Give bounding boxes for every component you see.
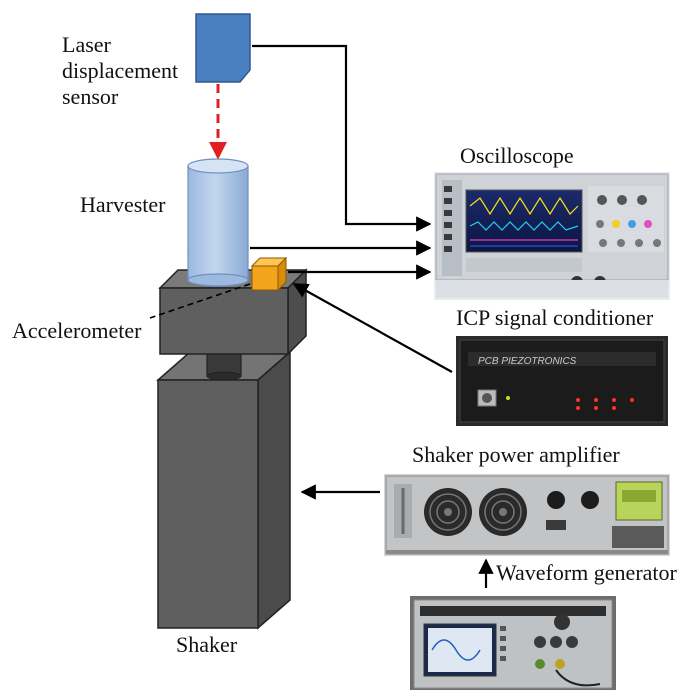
- waveform-generator-label: Waveform generator: [496, 560, 678, 585]
- arrow-laser-to-oscilloscope: [252, 44, 432, 232]
- icp-conditioner-label: ICP signal conditioner: [456, 305, 654, 330]
- laser-label-line3: sensor: [62, 84, 119, 109]
- laser-sensor: [195, 13, 251, 83]
- waveform-generator-photo: [410, 596, 616, 690]
- accelerometer-pointer: [149, 283, 251, 319]
- shaker: [156, 268, 308, 630]
- power-amplifier-label: Shaker power amplifier: [412, 442, 620, 467]
- arrow-conditioner-to-accelerometer: [292, 283, 453, 373]
- laser-label-line1: Laser: [62, 32, 112, 57]
- accelerometer-label: Accelerometer: [12, 318, 142, 343]
- pcb-brand-text: PCB PIEZOTRONICS: [478, 356, 577, 367]
- oscilloscope-photo: [434, 172, 670, 300]
- icp-conditioner-photo: PCB PIEZOTRONICS: [456, 336, 668, 426]
- connections: [250, 44, 494, 588]
- oscilloscope-label: Oscilloscope: [460, 143, 574, 168]
- harvester-label: Harvester: [80, 192, 166, 217]
- power-amplifier-photo: [384, 474, 670, 556]
- laser-label-line2: displacement: [62, 58, 178, 83]
- accelerometer: [250, 256, 288, 292]
- shaker-label: Shaker: [176, 632, 238, 657]
- harvester: [187, 158, 249, 287]
